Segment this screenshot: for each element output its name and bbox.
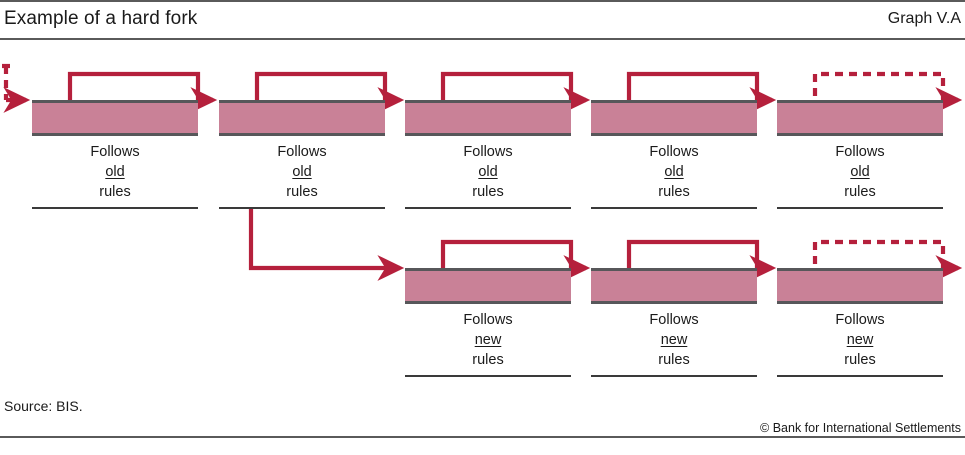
old-chain-link-4-5 — [626, 71, 777, 114]
hard-fork-diagram: Follows old rules Follows old rules Foll… — [0, 40, 965, 395]
block-baseline — [219, 207, 385, 209]
block-caption-line3: rules — [99, 184, 131, 200]
block-caption-line3: rules — [844, 352, 876, 368]
block-caption-line3: rules — [472, 352, 504, 368]
new-chain-outbound-dashed-link — [812, 239, 963, 282]
block-baseline — [32, 207, 198, 209]
block-caption-line1: Follows — [463, 144, 513, 160]
block-body[interactable] — [405, 268, 571, 304]
old-chain-link-3-4 — [440, 71, 591, 114]
block-caption-line1: Follows — [649, 312, 699, 328]
block-caption-line2: old — [292, 164, 312, 180]
block-caption-line2: old — [850, 164, 870, 180]
block-body[interactable] — [777, 268, 943, 304]
new-chain-link-1-2 — [440, 239, 591, 282]
fork-branch-link — [248, 207, 405, 282]
block-body[interactable] — [32, 100, 198, 136]
block-caption-line2: new — [660, 332, 688, 348]
block-body[interactable] — [591, 100, 757, 136]
block-body[interactable] — [777, 100, 943, 136]
block-caption-line3: rules — [286, 184, 318, 200]
old-chain-outbound-dashed-link — [812, 71, 963, 114]
inbound-dashed-link — [2, 63, 31, 114]
block-caption-line2: new — [474, 332, 502, 348]
block-baseline — [777, 375, 943, 377]
block-caption-line1: Follows — [463, 312, 513, 328]
block-caption-line1: Follows — [835, 312, 885, 328]
chain-connector-wires — [2, 63, 963, 282]
block-caption-line3: rules — [658, 352, 690, 368]
old-chain-link-2-3 — [254, 71, 405, 114]
block-baseline — [405, 207, 571, 209]
block-caption-line2: old — [664, 164, 684, 180]
block-baseline — [591, 207, 757, 209]
copyright-note: © Bank for International Settlements — [760, 421, 961, 435]
new-chain-link-2-3 — [626, 239, 777, 282]
block-body[interactable] — [591, 268, 757, 304]
block-baseline — [777, 207, 943, 209]
top-divider — [0, 0, 965, 2]
title-divider — [0, 38, 965, 40]
footer-divider — [0, 436, 965, 438]
old-chain-link-1-2 — [67, 71, 218, 114]
block-body[interactable] — [219, 100, 385, 136]
block-caption-line2: old — [478, 164, 498, 180]
block-caption-line1: Follows — [649, 144, 699, 160]
block-caption-line3: rules — [844, 184, 876, 200]
block-body[interactable] — [405, 100, 571, 136]
block-caption-line1: Follows — [835, 144, 885, 160]
block-caption-line2: new — [846, 332, 874, 348]
block-baseline — [405, 375, 571, 377]
page-title: Example of a hard fork — [4, 8, 198, 29]
block-caption-line2: old — [105, 164, 125, 180]
graph-number-label: Graph V.A — [887, 10, 961, 27]
block-caption-line1: Follows — [277, 144, 327, 160]
block-caption-line1: Follows — [90, 144, 140, 160]
block-caption-line3: rules — [658, 184, 690, 200]
block-baseline — [591, 375, 757, 377]
source-note: Source: BIS. — [4, 398, 83, 414]
block-caption-line3: rules — [472, 184, 504, 200]
